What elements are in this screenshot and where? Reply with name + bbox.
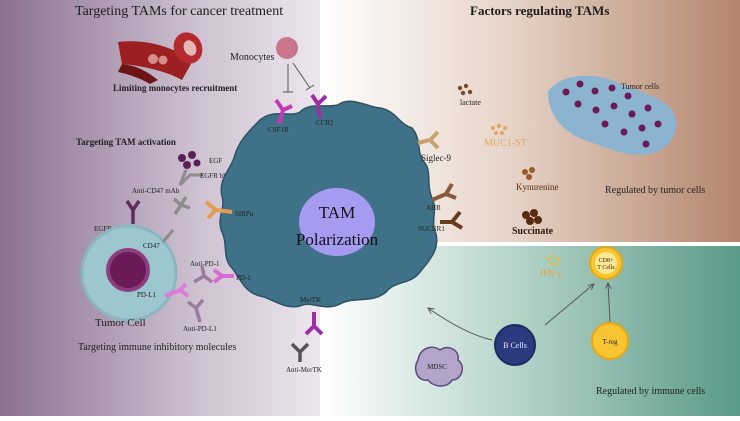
sirpa-label: SIRPα [235, 210, 254, 218]
right-title: Factors regulating TAMs [470, 3, 609, 18]
blood-vessel-icon [118, 32, 203, 84]
pdl1-receptor-icon [164, 282, 190, 298]
sirpa-receptor-icon [204, 200, 233, 220]
anti-mertk-antibody-icon [290, 342, 310, 362]
sucnr1-receptor-icon [440, 210, 464, 230]
pdl1-label: PD-L1 [137, 291, 157, 299]
mertk-receptor-icon [304, 312, 324, 336]
treg-label: T-reg [603, 338, 618, 346]
cd8-label-line1: CD8+ [599, 258, 614, 264]
inhibition-lines [283, 62, 315, 93]
b-cells-label: B Cells [503, 341, 527, 350]
immune-arrows [428, 283, 610, 341]
mdsc-label: MDSC [427, 363, 447, 371]
egf-label: EGF [209, 157, 222, 165]
tam-title-line1: TAM [319, 203, 355, 222]
cd8-t-cell-nucleus [595, 252, 617, 274]
tumor-cells-label: Tumor cells [621, 82, 659, 91]
ifn-molecule-icon [546, 254, 560, 266]
ahr-label: AHR [426, 204, 441, 212]
treg-cell [591, 322, 629, 360]
tumor-factors-caption: Regulated by tumor cells [605, 185, 705, 196]
tumor-cell-label: Tumor Cell [95, 317, 146, 329]
anti-mertk-label: Anti-MerTK [286, 366, 322, 374]
succinate-label: Succinate [512, 226, 554, 237]
pd1-receptor-icon [212, 268, 234, 284]
mertk-label: MerTK [300, 296, 321, 304]
monocytes-label: Monocytes [230, 52, 275, 63]
kynurenine-label: Kynurenine [516, 182, 559, 192]
immune-factors-caption: Regulated by immune cells [596, 386, 705, 397]
egfr-label: EGFR [94, 225, 112, 233]
ahr-receptor-icon [431, 182, 457, 202]
monocyte-icon [276, 37, 298, 59]
anti-pdl1-label: Anti-PD-L1 [183, 325, 217, 333]
egfr-blockade-label: EGFR blockade [200, 172, 245, 180]
siglec-label: Siglec-9 [421, 153, 451, 163]
tumor-cells-cluster-icon [548, 75, 677, 155]
recruitment-caption: Limiting monocytes recruitment [113, 83, 237, 93]
cd47-stalk [161, 229, 175, 243]
anti-pdl1-antibody-icon [186, 298, 205, 323]
muc1-label: MUC1-ST [484, 138, 527, 149]
inhibitory-caption: Targeting immune inhibitory molecules [78, 342, 236, 353]
ccr2-label: CCR2 [316, 119, 334, 127]
succinate-molecule-icon [522, 209, 542, 225]
anti-cd47-label: Anti-CD47 mAb [132, 187, 180, 195]
siglec-receptor-icon [417, 130, 440, 150]
csf1r-label: CSF1R [268, 126, 289, 134]
tam-nucleus [299, 188, 375, 256]
anti-pd1-label: Anti-PD-1 [190, 260, 220, 268]
ccr2-receptor-icon [310, 93, 328, 119]
tumor-cell-nucleus [106, 248, 150, 292]
egfr-blockade-antibody-icon [178, 169, 203, 187]
anti-pd1-antibody-icon [193, 265, 214, 284]
pd1-label: PD-1 [236, 274, 251, 282]
csf1r-receptor-icon [274, 98, 293, 125]
tam-title-line2: Polarization [296, 230, 379, 249]
b-cell [494, 324, 536, 366]
cd47-label: CD47 [143, 242, 160, 250]
lactate-molecule-icon [457, 83, 473, 96]
cd8-label-line2: T Cells [597, 265, 615, 271]
activation-heading: Targeting TAM activation [76, 137, 176, 147]
lactate-label: lactate [460, 98, 481, 107]
ifn-label: IFN-γ [540, 268, 561, 278]
egfr-receptor-icon [125, 200, 141, 224]
mdsc-cell [414, 346, 463, 387]
kynurenine-molecule-icon [522, 167, 535, 180]
egf-molecule-icon [178, 151, 201, 169]
left-title: Targeting TAMs for cancer treatment [75, 4, 283, 19]
muc1-molecule-icon [491, 124, 507, 135]
panel-divider [400, 242, 740, 246]
anti-cd47-antibody-icon [172, 196, 191, 215]
sucnr1-label: SUCNR1 [418, 225, 445, 233]
